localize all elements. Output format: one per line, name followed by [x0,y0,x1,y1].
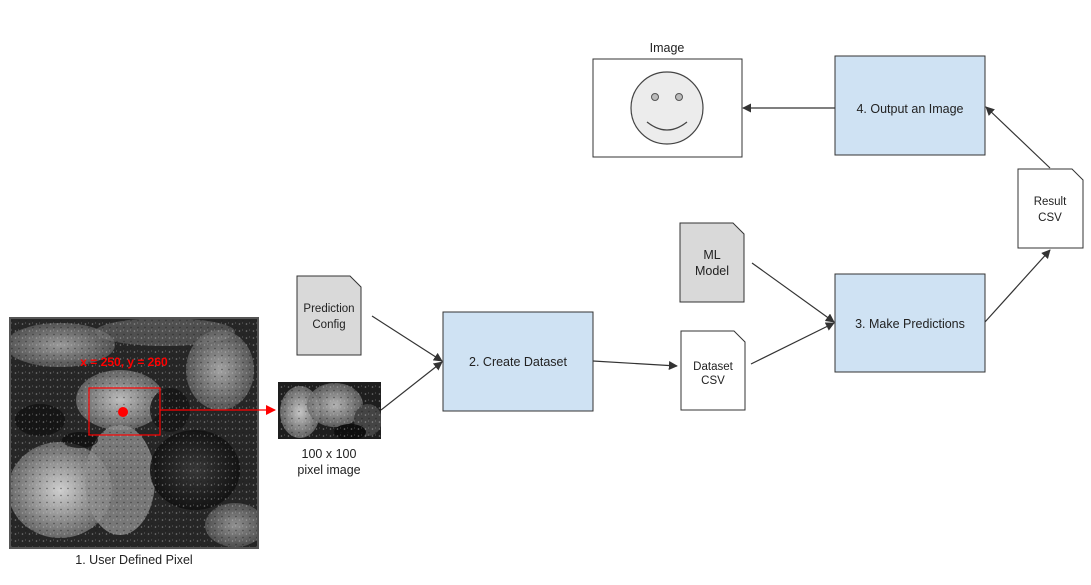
result-csv-line1: Result [1034,196,1067,208]
satellite-image [11,319,257,547]
output-image-step-node: 4. Output an Image [834,55,986,156]
smiley-face-icon [630,71,704,145]
crop-caption-line1: 100 x 100 [302,447,357,461]
input-image-node: x = 250, y = 260 1. User Defined Pixel [9,317,259,567]
prediction-config-line2: Config [312,319,345,331]
dataset-csv-node: Dataset CSV [680,330,746,411]
create-dataset-label: 2. Create Dataset [469,355,567,369]
ml-model-node: ML Model [679,222,745,303]
output-image-node: Image [592,41,743,158]
crop-caption-line2: pixel image [297,463,360,477]
prediction-config-line1: Prediction [303,303,354,315]
ml-model-line1: ML [703,248,720,262]
output-image-step-label: 4. Output an Image [856,102,963,116]
result-csv-line2: CSV [1038,212,1062,224]
edge-csv-to-predictions [750,322,835,365]
dataset-csv-line1: Dataset [693,361,733,373]
dataset-csv-line2: CSV [701,375,725,387]
document-shape [296,275,362,356]
crop-image [278,382,381,439]
connectors [371,103,1051,411]
edge-model-to-predictions [751,262,835,323]
document-shape [680,330,746,411]
document-shape [1017,168,1084,249]
pixel-coordinate-label: x = 250, y = 260 [80,355,168,369]
make-predictions-node: 3. Make Predictions [834,273,986,373]
output-image-title: Image [650,41,685,55]
edge-config-to-dataset [371,315,443,362]
crop-image-node: 100 x 100 pixel image [278,382,381,477]
edge-predictions-to-result [984,249,1051,323]
input-image-caption: 1. User Defined Pixel [75,553,192,567]
selected-pixel-marker [118,407,128,417]
document-shape [679,222,745,303]
edge-dataset-to-csv [592,360,678,371]
selection-box [88,387,161,436]
ml-model-line2: Model [695,264,729,278]
create-dataset-node: 2. Create Dataset [442,311,594,412]
make-predictions-label: 3. Make Predictions [855,317,965,331]
prediction-config-node: Prediction Config [296,275,362,356]
edge-result-to-output-step [985,106,1051,169]
edge-crop-to-dataset [380,361,443,411]
result-csv-node: Result CSV [1017,168,1084,249]
